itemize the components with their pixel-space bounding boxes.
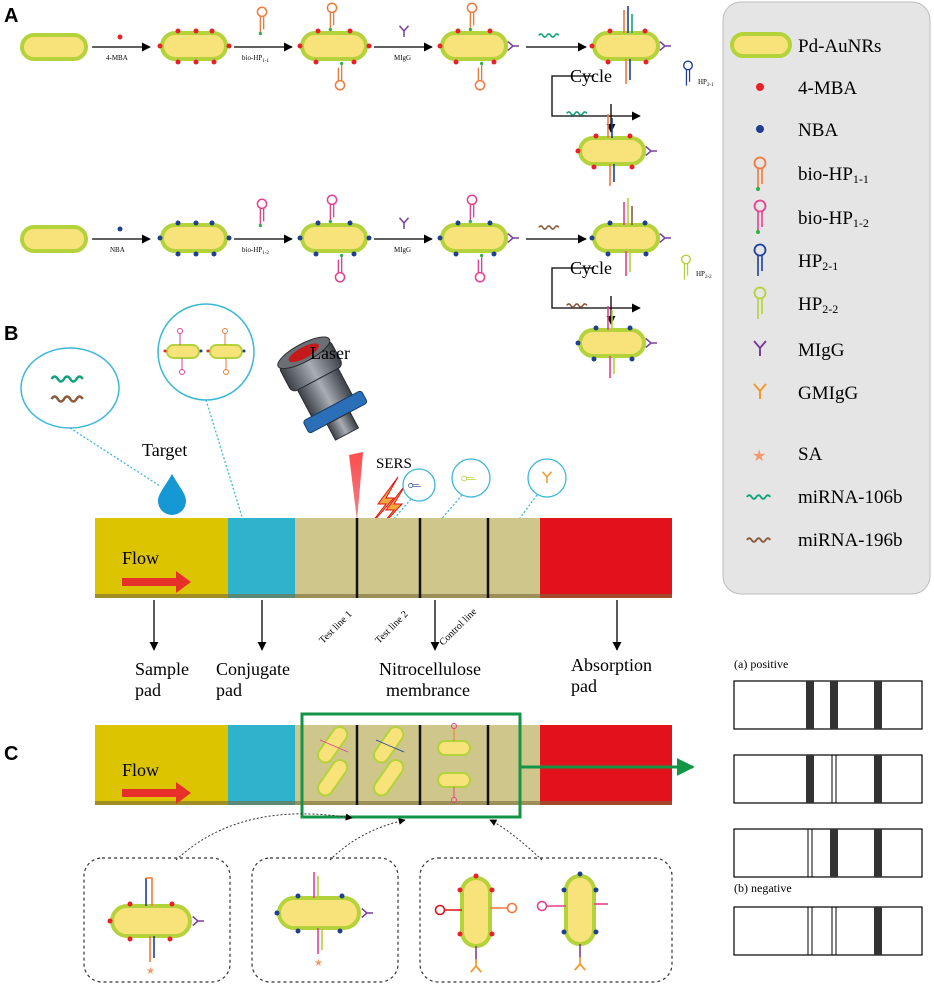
legend-label: Pd-AuNRs [798,36,881,57]
cycle-loop [551,75,641,121]
result-strip [733,828,923,878]
control-line-label: Control line [437,606,479,648]
detail-test-line-1: ★ [83,857,231,983]
hp22-label: HP2-2 [696,270,712,280]
result-strip [733,680,923,730]
legend-label: bio-HP1-1 [798,164,869,186]
rod-biohp [297,2,372,91]
cycle-label-2: Cycle [570,258,612,278]
scheme-row-1: 4-MBA bio-HP1-1 MIgG [20,2,714,186]
mba-dot-icon [756,83,764,91]
legend: ★ Pd-AuNRs 4-MBA NBA bio-HP1-1 bio-HP1-2… [722,1,931,595]
step-label-migg: MIgG [394,54,411,62]
bio-hp-1-1-glyph [256,6,268,36]
result-strip [733,906,923,956]
nba-dot [117,226,123,232]
flow-label: Flow [122,548,159,568]
laser-icon [277,336,368,521]
mirna-196b-glyph [538,225,560,230]
result-strip [733,754,923,804]
callout-target [20,347,161,487]
conjugate-pad [228,518,295,598]
hp-2-1-glyph [682,60,694,87]
rod-bare [20,33,88,61]
rod-biohp [297,194,372,283]
step-label-migg: MIgG [394,246,411,254]
mba-dot [117,34,123,40]
detail-control-line [419,857,673,983]
cycle-loop [551,267,641,313]
legend-label: HP2-1 [798,251,838,273]
sers-label: SERS [376,456,412,472]
rod-product-2 [575,306,658,378]
strip-c: Flow [95,723,672,805]
target-drop-icon [158,474,186,515]
panel-label-c: C [4,743,18,765]
cycle-label-1: Cycle [570,66,612,86]
positive-label: (a) positive [734,657,788,671]
legend-label: NBA [798,120,838,141]
captured-rods [316,723,471,803]
legend-label: 4-MBA [798,78,857,99]
nitrocellulose-membrane [295,518,540,598]
test-line-2-label: Test line 2 [373,609,410,646]
step-label-4mba: 4-MBA [106,54,128,62]
legend-label: MIgG [798,340,845,361]
legend-label: bio-HP1-2 [798,208,869,230]
legend-label: HP2-2 [798,294,838,316]
migg-glyph [398,24,410,38]
legend-label: SA [798,444,823,465]
panel-label-a: A [4,5,18,27]
absorption-pad [540,518,672,598]
step-label-biohp12: bio-HP1-2 [242,246,269,256]
callout-conjugate [157,303,255,534]
nba-dot-icon [756,125,764,133]
rod-mba [157,28,232,65]
rod-nba [157,220,232,257]
rod-hybridized [589,6,672,84]
detail-test-line-2: ★ [251,857,399,983]
rod-bare [20,225,88,253]
test-line-1-label: Test line 1 [317,609,354,646]
legend-label: miRNA-196b [798,530,903,551]
scheme-row-2: NBA bio-HP1-2 MIgG [20,194,712,378]
hp-2-2-glyph [680,254,692,281]
rod-biohp-migg [437,194,520,283]
rod-biohp-migg [437,2,520,91]
bio-hp-1-2-glyph [256,198,268,228]
step-label-nba: NBA [110,246,125,254]
flow-arrow-icon [122,782,191,804]
negative-label: (b) negative [734,881,792,895]
step-label-biohp11: bio-HP1-1 [242,54,269,64]
sa-star-icon: ★ [752,446,766,465]
rod-product-1 [575,114,658,186]
laser-label: Laser [310,343,350,363]
legend-label: GMIgG [798,383,858,404]
svg-text:★: ★ [146,966,155,977]
panel-label-b: B [4,323,18,345]
mirna-106b-glyph [538,33,560,38]
legend-label: miRNA-106b [798,487,903,508]
strip-b: Flow [95,518,672,598]
pd-aunrs-icon [730,32,792,58]
target-label: Target [142,440,187,460]
flow-label: Flow [122,760,159,780]
flow-arrow-icon [122,571,191,593]
hp21-label: HP2-1 [698,78,714,88]
rod-hybridized [589,198,672,276]
legend-box [722,1,931,595]
svg-text:★: ★ [314,958,323,969]
